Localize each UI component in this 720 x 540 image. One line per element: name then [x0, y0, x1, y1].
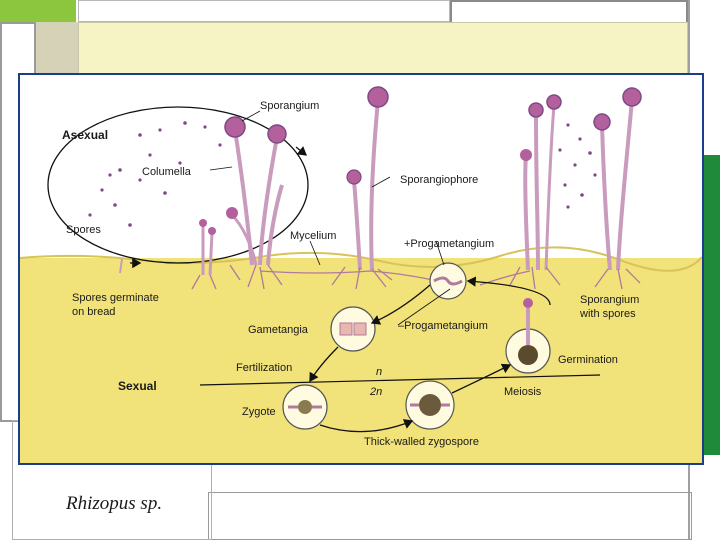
sporelings: [119, 219, 216, 276]
label-fertilization: Fertilization: [236, 362, 292, 374]
zygote-circle: [282, 384, 328, 430]
arrow-to-zygote: [309, 346, 339, 383]
germination-circle: [505, 298, 551, 374]
label-meiosis: Meiosis: [504, 386, 542, 398]
rhizopus-life-cycle-diagram: Asexual Sexual Sporangium Columella Spor…: [20, 86, 702, 463]
gametangia-circle: [330, 306, 376, 352]
deco-bottom-box: [208, 492, 692, 540]
label-sexual: Sexual: [118, 379, 157, 393]
arrow-to-gametangia: [370, 284, 431, 325]
leader-minus-progametangium: [397, 288, 451, 326]
label-germination: Germination: [558, 354, 618, 366]
arrow-to-germination: [451, 363, 512, 394]
sporangia-middle: [346, 86, 389, 271]
label-sporangium-with-spores-1: Sporangium: [580, 294, 639, 306]
spore-cloud-right: [558, 123, 597, 209]
label-haploid: n: [376, 366, 382, 378]
label-plus-progametangium: +Progametangium: [404, 238, 494, 250]
bread-substrate: [20, 258, 702, 463]
label-on-bread: on bread: [72, 306, 115, 318]
deco-top-box: [78, 0, 450, 22]
label-gametangia: Gametangia: [248, 324, 309, 336]
figure-caption: Rhizopus sp.: [66, 493, 163, 514]
leader-plus-progametangium: [435, 240, 445, 266]
arrow-to-zygospore: [319, 419, 414, 433]
label-asexual: Asexual: [62, 128, 108, 142]
deco-green-bar: [700, 155, 720, 455]
leader-columella: [209, 166, 233, 171]
label-columella: Columella: [142, 166, 192, 178]
label-mycelium: Mycelium: [290, 230, 336, 242]
leader-sporangium: [241, 110, 261, 122]
label-sporangium: Sporangium: [260, 100, 319, 112]
zygospore-circle: [405, 380, 455, 430]
label-spores-germinate: Spores germinate: [72, 292, 159, 304]
sporangia-cluster-left: [224, 116, 287, 266]
life-cycle-figure: Asexual Sexual Sporangium Columella Spor…: [18, 73, 704, 465]
leader-mycelium: [309, 240, 321, 266]
label-spores: Spores: [66, 224, 101, 236]
arrow-to-sporangium: [466, 276, 551, 306]
asexual-cycle-loop: [47, 106, 309, 264]
label-thick-walled-zygospore: Thick-walled zygospore: [364, 436, 479, 448]
progametangia-circle: [429, 262, 467, 300]
sporangia-cluster-right: [520, 87, 642, 271]
deco-lime-bar: [0, 0, 76, 22]
leader-sporangiophore: [371, 176, 391, 188]
label-sporangium-with-spores-2: with spores: [579, 308, 636, 320]
label-diploid: 2n: [369, 386, 382, 398]
label-zygote: Zygote: [242, 406, 276, 418]
label-sporangiophore: Sporangiophore: [400, 174, 478, 186]
label-minus-progametangium: –Progametangium: [398, 320, 488, 332]
deco-tan-strip: [36, 22, 78, 82]
spore-cloud-left: [88, 121, 222, 227]
ploidy-divider-line: [199, 374, 601, 386]
